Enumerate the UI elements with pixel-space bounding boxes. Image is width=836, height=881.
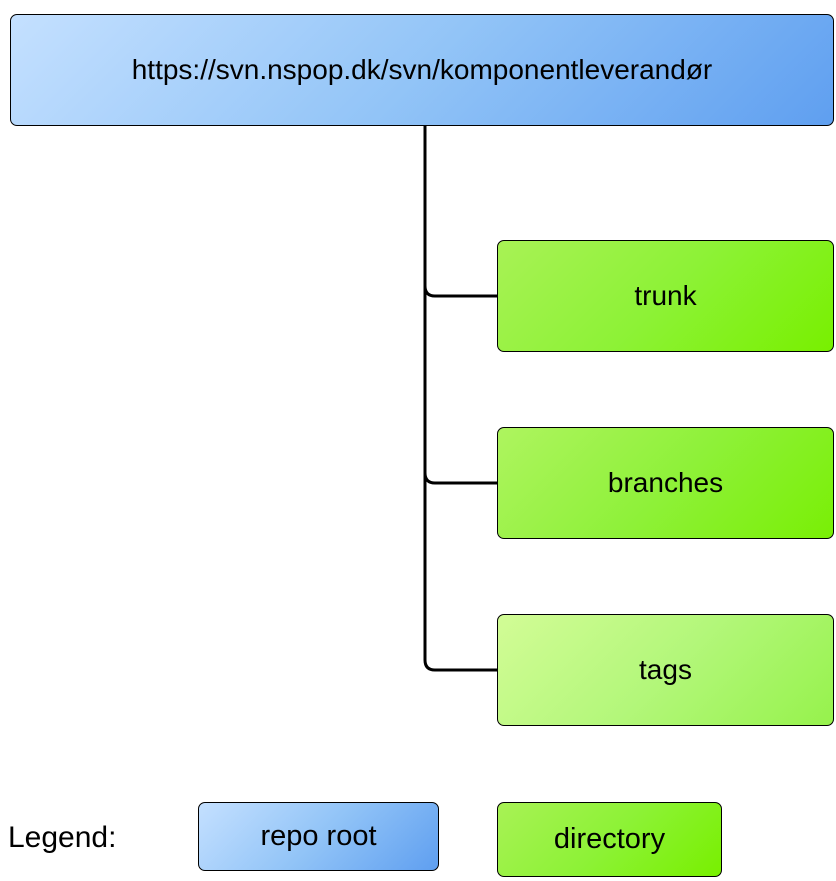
legend-item-directory: directory	[497, 802, 722, 877]
directory-node-branches: branches	[497, 427, 834, 539]
repo-root-label: https://svn.nspop.dk/svn/komponentlevera…	[131, 54, 713, 85]
connector-branches	[423, 286, 497, 485]
directory-label-branches: branches	[607, 467, 724, 498]
connector-trunk	[423, 126, 497, 298]
legend-item-label: repo root	[260, 820, 377, 852]
connector-tags	[423, 473, 497, 672]
repo-root-node: https://svn.nspop.dk/svn/komponentlevera…	[10, 14, 834, 126]
directory-node-trunk: trunk	[497, 240, 834, 352]
directory-node-tags: tags	[497, 614, 834, 726]
directory-label-tags: tags	[639, 654, 692, 685]
legend-item-label: directory	[553, 823, 666, 855]
directory-label-trunk: trunk	[634, 280, 697, 311]
legend-title: Legend:	[8, 821, 117, 854]
legend-item-repo-root: repo root	[198, 802, 439, 871]
